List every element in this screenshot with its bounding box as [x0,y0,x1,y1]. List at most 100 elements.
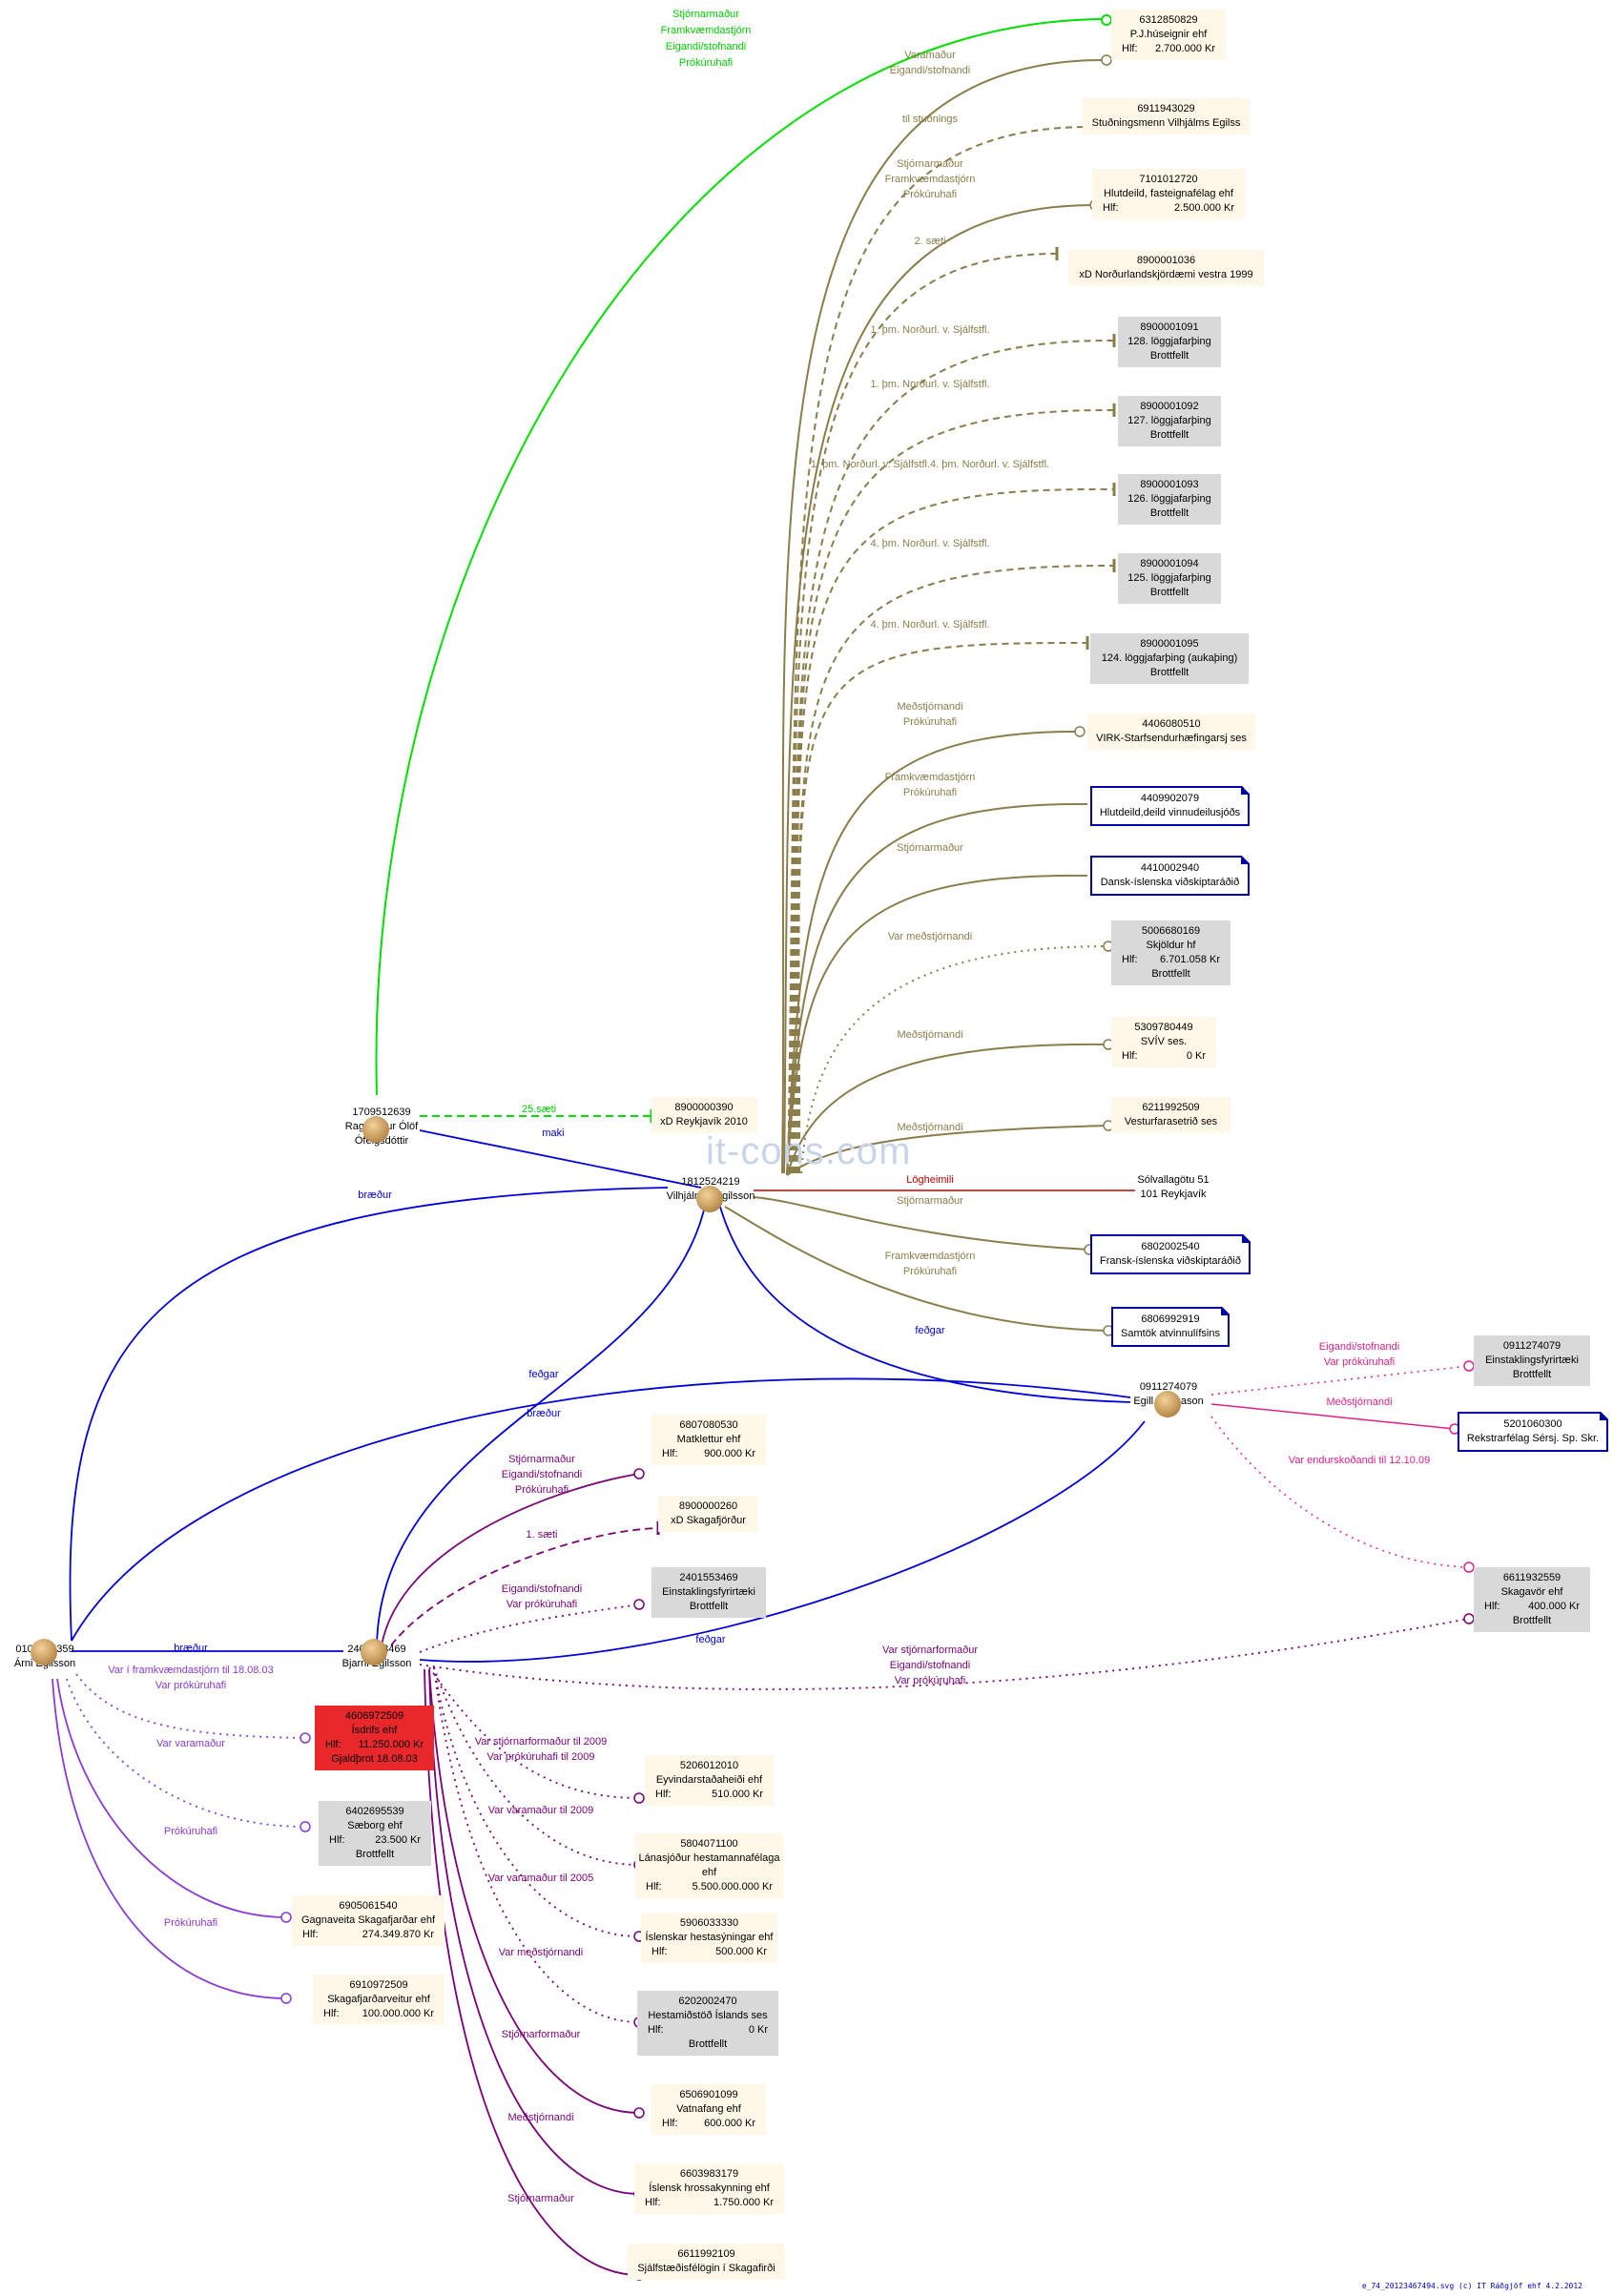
edge-label: Var prókúruhafi [507,1599,577,1610]
entity-node[interactable]: 8900001095 124. löggjafarþing (aukaþing)… [1090,633,1249,684]
entity-node[interactable]: 5006680169 Skjöldur hf Hlf:6.701.058 Kr … [1111,920,1230,985]
entity-name: Skagafjarðarveitur ehf [327,1994,430,2005]
entity-node[interactable]: 8900001094 125. löggjafarþing Brottfellt [1118,553,1221,604]
hlf-value: 0 Kr [1186,1050,1206,1062]
entity-id: 8900000260 [678,1500,738,1512]
entity-node[interactable]: 4410002940 Dansk-íslenska viðskiptaráðið [1090,856,1250,896]
hlf-label: Hlf: [662,1448,678,1459]
entity-name: Lánasjóður hestamannafélaga ehf [638,1852,780,1878]
entity-name: Skjöldur hf [1146,940,1196,951]
entity-name: Hlutdeild, fasteignafélag ehf [1104,188,1233,199]
hlf-value: 400.000 Kr [1528,1601,1580,1612]
entity-status: Brottfellt [1149,507,1189,519]
footer-copyright: e_74_20123467494.svg (c) IT Ráðgjöf ehf … [1361,2282,1582,2290]
entity-node[interactable]: 5804071100 Lánasjóður hestamannafélaga e… [635,1833,783,1898]
edge-label: Var stjórnarformaður til 2009 [475,1736,608,1748]
entity-node[interactable]: 4409902079 Hlutdeild,deild vinnudeilusjó… [1090,786,1250,826]
entity-name: xD Reykjavík 2010 [660,1116,748,1127]
watermark: it-cons.com [706,1130,912,1172]
entity-node[interactable]: 6611992109 Sjálfstæðisfélögin í Skagafir… [628,2244,785,2280]
hlf-label: Hlf: [645,2197,661,2208]
entity-node[interactable]: 6211992509 Vesturfarasetrið ses [1111,1097,1230,1133]
entity-id: 8900001093 [1140,479,1199,490]
hlf-value: 510.000 Kr [712,1789,763,1800]
edge-label: Prókúruhafi [903,1266,957,1277]
edge-bjarni-n31 [433,1666,640,1866]
entity-node[interactable]: 0911274079 Einstaklingsfyrirtæki Brottfe… [1474,1335,1590,1386]
entity-id: 4410002940 [1140,862,1200,874]
address-city: 101 Reykjavík [1140,1189,1207,1200]
entity-node[interactable]: 6905061540 Gagnaveita Skagafjarðar ehf H… [292,1895,445,1946]
entity-node[interactable]: 6506901099 Vatnafang ehf Hlf:600.000 Kr [651,2084,766,2135]
entity-node[interactable]: 4406080510 VIRK-Starfsendurhæfingarsj se… [1087,714,1255,750]
edge-arni-n27 [66,1678,306,1828]
edge-label: Prókúruhafi [903,716,957,728]
entity-node[interactable]: 2401553469 Einstaklingsfyrirtæki Brottfe… [651,1567,766,1618]
entity-node[interactable]: 6802002540 Fransk-íslenska viðskiptaráði… [1090,1234,1251,1274]
entity-id: 6807080530 [679,1419,738,1431]
entity-node[interactable]: 6312850829 P.J.húseignir ehf Hlf:2.700.0… [1111,10,1226,60]
edge-label: Prókúruhafi [515,1484,569,1496]
entity-name: 124. löggjafarþing (aukaþing) [1101,652,1238,664]
edge-label: Var í framkvæmdastjórn til 18.08.03 [108,1665,273,1676]
entity-name: Samtök atvinnulífsins [1121,1328,1220,1339]
entity-name: Vesturfarasetrið ses [1124,1116,1218,1127]
entity-name: Íslensk hrossakynning ehf [649,2182,770,2194]
entity-name: Matklettur ehf [676,1434,741,1445]
entity-node[interactable]: 6911943029 Stuðningsmenn Vilhjálms Egils… [1083,98,1250,134]
edge-label: Framkvæmdastjórn [885,772,976,783]
edge-label: Prókúruhafi [903,189,957,200]
entity-node[interactable]: 5309780449 SVÍV ses. Hlf:0 Kr [1111,1017,1216,1067]
entity-id: 6911943029 [1137,103,1195,114]
edge-label: Stjórnarmaður [897,842,963,854]
entity-node[interactable]: 6806992919 Samtök atvinnulífsins [1111,1307,1230,1347]
entity-node[interactable]: 6611932559 Skagavör ehf Hlf:400.000 Kr B… [1474,1567,1590,1632]
edge-vil-n17 [753,1196,1090,1251]
hlf-value: 1.750.000 Kr [713,2197,774,2208]
entity-node[interactable]: 5206012010 Eyvindarstaðaheiði ehf Hlf:51… [645,1755,774,1806]
edge-vil-n15 [786,1125,1109,1176]
entity-node[interactable]: 7101012720 Hlutdeild, fasteignafélag ehf… [1092,169,1245,219]
entity-status: Brottfellt [1149,667,1189,678]
edge-label: Eigandi/stofnandi [890,1660,970,1671]
entity-node[interactable]: 6402695539 Sæborg ehf Hlf:23.500 Kr Brot… [319,1801,431,1866]
entity-node[interactable]: 8900000260 xD Skagafjörður [658,1496,758,1532]
edge-label: Eigandi/stofnandi [502,1583,582,1595]
entity-node[interactable]: 8900001091 128. löggjafarþing Brottfellt [1118,317,1221,367]
entity-node[interactable]: 8900000390 xD Reykjavík 2010 [651,1097,756,1133]
hlf-label: Hlf: [662,2118,678,2129]
edge-bjarni-n34 [428,1668,640,2114]
person-icon [1154,1391,1181,1417]
entity-id: 8900001036 [1136,255,1196,266]
edge-label: Eigandi/stofnandi [666,41,746,52]
edge-label: Var prókúruhafi [1324,1356,1395,1368]
edge-label: 1. sæti [526,1529,557,1541]
edge-label: Var endurskoðandi til 12.10.09 [1289,1455,1430,1466]
edge-label: Eigandi/stofnandi [1319,1341,1399,1353]
entity-node[interactable]: 5201060300 Rekstrarfélag Sérsj. Sp. Skr. [1458,1412,1608,1452]
entity-node[interactable]: 4606972509 Ísdrifs ehf Hlf:11.250.000 Kr… [315,1706,434,1770]
entity-node[interactable]: 5906033330 Íslenskar hestasýningar ehf H… [641,1913,777,1963]
person-icon [31,1639,57,1665]
entity-id: 5804071100 [680,1838,738,1850]
hlf-label: Hlf: [1484,1601,1500,1612]
entity-node[interactable]: 6910972509 Skagafjarðarveitur ehf Hlf:10… [313,1975,445,2025]
edge-label: Meðstjórnandi [1326,1396,1392,1408]
edge-label: bræður [358,1189,392,1201]
entity-node[interactable]: 6202002470 Hestamiðstöð Íslands ses Hlf:… [637,1991,778,2056]
entity-id: 6802002540 [1141,1241,1200,1252]
entity-id: 6611932559 [1502,1572,1561,1583]
entity-node[interactable]: 8900001036 xD Norðurlandskjördæmi vestra… [1068,250,1264,286]
entity-node[interactable]: 8900001092 127. löggjafarþing Brottfellt [1118,396,1221,446]
entity-name: Skagavör ehf [1500,1586,1563,1598]
address-node[interactable]: Sólvallagötu 51 101 Reykjavík [1126,1169,1221,1206]
edge-label: 2. sæti [914,236,945,247]
entity-node[interactable]: 6807080530 Matklettur ehf Hlf:900.000 Kr [651,1415,766,1465]
entity-node[interactable]: 8900001093 126. löggjafarþing Brottfellt [1118,474,1221,525]
edge-label: 25.sæti [522,1104,556,1115]
edge-label: Eigandi/stofnandi [890,65,970,76]
entity-node[interactable]: 6603983179 Íslensk hrossakynning ehf Hlf… [634,2163,784,2214]
entity-name: Gagnaveita Skagafjarðar ehf [300,1914,436,1926]
edge-egill-n20 [1210,1365,1470,1396]
edge-label: Stjórnarmaður [507,2193,574,2204]
